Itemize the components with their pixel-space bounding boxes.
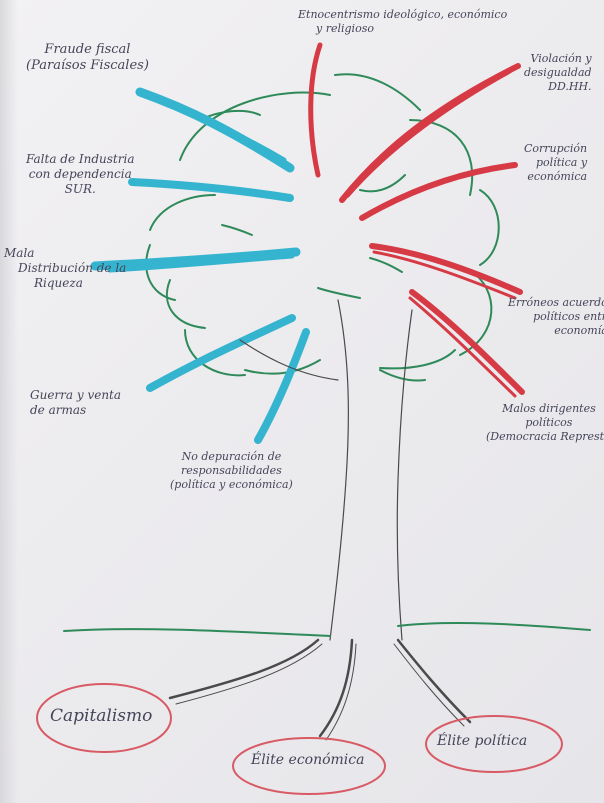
label-line: Guerra y venta	[30, 388, 122, 402]
red-branch-top	[308, 42, 323, 178]
red-branch-erroneos	[369, 243, 523, 295]
label-corrupcion: Corrupción política y económica	[524, 142, 587, 183]
leaf-arc	[479, 189, 500, 266]
label-line: responsabilidades	[181, 463, 282, 477]
label-line: desigualdad	[524, 65, 592, 79]
label-line: Etnocentrismo ideológico, económico	[298, 8, 508, 21]
red-branch-corrupcion	[359, 162, 518, 221]
red-branch-violacion	[339, 63, 521, 203]
red-branch-malos-b	[408, 296, 517, 398]
label-line: Riqueza	[34, 276, 83, 290]
label-line: Erróneos acuerdos	[508, 296, 604, 309]
trunk-right-line	[396, 309, 413, 641]
tree-roots	[168, 638, 472, 741]
label-line: económica	[527, 169, 588, 183]
blue-branch-fraude-b	[157, 97, 287, 163]
root-capitalismo-b	[175, 643, 323, 705]
leaf-arc	[145, 244, 176, 301]
root-elite-economica-b	[325, 643, 357, 741]
leaf-arc	[379, 349, 456, 370]
root-label-capitalismo: Capitalismo	[50, 706, 153, 726]
label-fraude-fiscal: Fraude fiscal (Paraísos Fiscales)	[26, 42, 149, 75]
root-elite-politica-b	[393, 643, 465, 727]
label-violacion-ddhh: Violación y desigualdad DD.HH.	[524, 52, 592, 93]
label-line: SUR.	[64, 182, 96, 196]
ground-right	[397, 622, 591, 631]
label-line: (política y económica)	[170, 477, 293, 491]
label-erroneos-acuerdos: Erróneos acuerdos políticos entre econom…	[508, 296, 604, 337]
label-line: Violación y	[530, 52, 592, 65]
label-line: y religioso	[316, 21, 374, 35]
label-malos-dirigentes: Malos dirigentes políticos (Democracia R…	[486, 402, 604, 443]
tree-trunk	[239, 299, 413, 641]
label-no-depuracion: No depuración de responsabilidades (polí…	[170, 450, 293, 491]
circle-capitalismo	[36, 683, 172, 753]
root-elite-politica	[396, 638, 472, 724]
red-branch-violacion-b	[346, 70, 512, 198]
blue-branch-guerra	[146, 314, 296, 392]
label-mala-distribucion: Mala Distribución de la Riqueza	[4, 246, 126, 291]
circle-elite-economica	[232, 737, 386, 795]
paper-edge-shadow	[0, 0, 18, 803]
label-line: (Paraísos Fiscales)	[26, 58, 149, 74]
label-line: DD.HH.	[548, 79, 592, 93]
trunk-left-line	[329, 299, 349, 641]
leaf-arc	[149, 194, 216, 231]
blue-branch-mala	[90, 247, 301, 271]
label-line: No depuración de	[181, 450, 282, 463]
canopy-leaves	[145, 73, 500, 382]
trunk-branch-line	[239, 339, 339, 381]
label-line: de armas	[30, 403, 87, 417]
leaf-arc	[379, 369, 426, 382]
label-line: (Democracia Represt.)	[486, 429, 604, 443]
root-circles	[36, 683, 563, 795]
leaf-arc	[165, 279, 206, 329]
label-line: política y	[536, 155, 588, 169]
leaf-arc	[221, 224, 253, 236]
red-branch-malos	[409, 289, 525, 395]
label-line: políticos entre	[533, 309, 604, 323]
label-line: Mala	[4, 246, 35, 260]
label-line: Malos dirigentes	[502, 402, 596, 415]
label-line: políticos	[525, 415, 573, 429]
red-branches	[308, 42, 525, 398]
blue-branch-nodep	[254, 328, 310, 444]
root-capitalismo	[168, 638, 320, 700]
red-branch-erroneos-b	[372, 250, 517, 300]
label-guerra: Guerra y venta de armas	[30, 388, 121, 418]
leaf-arc	[184, 329, 246, 377]
leaf-arc	[369, 257, 403, 273]
label-line: Distribución de la	[18, 261, 127, 275]
label-line: Fraude fiscal	[44, 42, 131, 57]
label-line: Corrupción	[524, 142, 588, 155]
leaf-arc	[244, 359, 321, 375]
ground-left	[63, 628, 331, 637]
leaf-arc	[317, 287, 361, 299]
root-elite-economica	[318, 638, 354, 738]
blue-branch-mala-b	[107, 253, 295, 273]
label-line: Falta de Industria	[26, 152, 135, 166]
blue-branches	[90, 87, 310, 444]
leaf-arc	[359, 174, 406, 193]
label-etnocentrismo: Etnocentrismo ideológico, económico y re…	[298, 8, 507, 36]
leaf-arc	[334, 73, 421, 111]
label-line: con dependencia	[28, 167, 132, 181]
label-falta-industria: Falta de Industria con dependencia SUR.	[26, 152, 134, 197]
ground-line	[63, 622, 591, 637]
root-label-elite-politica: Élite política	[437, 733, 528, 749]
label-line: economías	[554, 323, 604, 337]
circle-elite-politica	[425, 715, 563, 773]
blue-branch-falta	[128, 178, 294, 202]
root-label-elite-economica: Élite económica	[251, 752, 365, 768]
